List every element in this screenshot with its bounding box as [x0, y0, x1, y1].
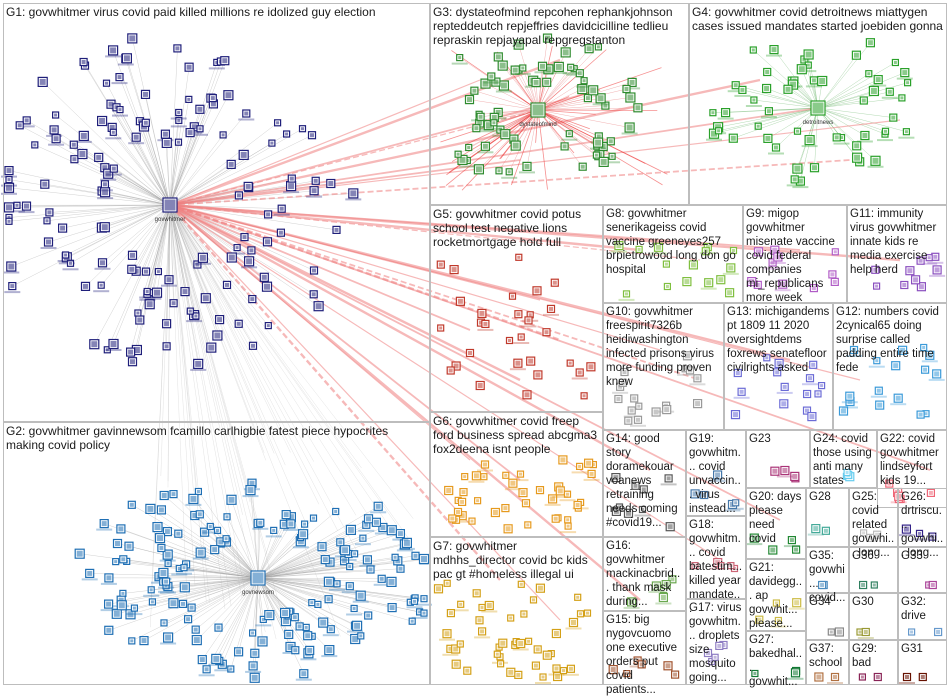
group-label-g29: G29: bad — [852, 642, 895, 670]
group-label-g19: G19: govwhitm... covid unvaccin... virus… — [689, 432, 743, 516]
group-label-g21: G21: davidegg... ap govwhit... please... — [749, 561, 803, 631]
group-label-g30: G30 — [852, 595, 895, 609]
group-label-g7: G7: govwhitmer mdhhs_director covid bc k… — [433, 539, 600, 581]
group-panel-g7: G7: govwhitmer mdhhs_director covid bc k… — [430, 537, 603, 685]
group-panel-g5: G5: govwhitmer covid potus school test n… — [430, 205, 603, 412]
group-panel-g30: G30 — [849, 593, 898, 640]
group-label-g6: G6: govwhitmer covid freep ford business… — [433, 414, 600, 456]
group-panel-g6: G6: govwhitmer covid freep ford business… — [430, 412, 603, 537]
group-label-g13: G13: michigandems pt 1809 11 2020 oversi… — [727, 305, 830, 375]
group-panel-g13: G13: michigandems pt 1809 11 2020 oversi… — [724, 303, 833, 430]
group-label-g12: G12: numbers covid 2cynical65 doing surp… — [836, 305, 944, 375]
group-label-g1: G1: govwhitmer virus covid paid killed m… — [6, 5, 427, 19]
group-panel-g25: G25: covid related govwhi... long... — [849, 488, 898, 547]
group-panel-g26: G26: drtriscu... govwhi... long... — [898, 488, 947, 547]
group-panel-g15: G15: big nygovcuomo one executive orders… — [603, 611, 686, 685]
group-label-g11: G11: immunity virus govwhitmer innate ki… — [850, 207, 944, 277]
group-label-g37: G37: school — [809, 642, 846, 670]
group-panel-g18: G18: govwhitm... covid batestim... kille… — [686, 516, 746, 599]
group-panel-g23: G23 — [746, 430, 810, 488]
group-label-g9: G9: migop govwhitmer misenate vaccine co… — [746, 207, 844, 305]
group-label-g32: G32: drive — [901, 595, 944, 623]
group-panel-g20: G20: days please need covid — [746, 488, 806, 559]
group-panel-g27: G27: bakedhal... govwhit... — [746, 631, 806, 685]
group-label-g16: G16: govwhitmer mackinacbrid... thank ma… — [606, 539, 683, 609]
group-panel-g24: G24: covid those using anti many states — [810, 430, 877, 488]
group-label-g15: G15: big nygovcuomo one executive orders… — [606, 613, 683, 697]
group-panel-g35: G35: govwhi... covid... — [806, 547, 849, 593]
group-label-g23: G23 — [749, 432, 807, 446]
group-panel-g21: G21: davidegg... ap govwhit... please... — [746, 559, 806, 631]
group-label-g35: G35: govwhi... covid... — [809, 549, 846, 605]
group-panel-g11: G11: immunity virus govwhitmer innate ki… — [847, 205, 947, 303]
group-label-g20: G20: days please need covid — [749, 490, 803, 546]
group-label-g36: G36 — [852, 549, 895, 563]
group-label-g8: G8: govwhitmer senerikageiss covid vacci… — [606, 207, 740, 277]
group-label-g2: G2: govwhitmer gavinnewsom fcamillo carl… — [6, 424, 427, 452]
group-panel-g36: G36 — [849, 547, 898, 593]
group-label-g33: G33 — [901, 549, 944, 563]
group-panel-g19: G19: govwhitm... covid unvaccin... virus… — [686, 430, 746, 516]
group-panel-g1: G1: govwhitmer virus covid paid killed m… — [3, 3, 430, 422]
group-panel-g4: G4: govwhitmer covid detroitnews miattyg… — [689, 3, 947, 205]
group-panel-g31: G31 — [898, 640, 947, 685]
group-label-g5: G5: govwhitmer covid potus school test n… — [433, 207, 600, 249]
group-panel-g37: G37: school — [806, 640, 849, 685]
group-panel-g16: G16: govwhitmer mackinacbrid... thank ma… — [603, 537, 686, 611]
group-label-g27: G27: bakedhal... govwhit... — [749, 633, 803, 689]
group-panel-g14: G14: good story doramekouar voanews retr… — [603, 430, 686, 537]
group-panel-g28: G28 — [806, 488, 849, 547]
group-label-g10: G10: govwhitmer freespirit7326b heidiwas… — [606, 305, 721, 389]
group-label-g3: G3: dystateofmind repcohen rephankjohnso… — [433, 5, 686, 47]
group-label-g31: G31 — [901, 642, 944, 656]
group-label-g14: G14: good story doramekouar voanews retr… — [606, 432, 683, 530]
group-panel-g8: G8: govwhitmer senerikageiss covid vacci… — [603, 205, 743, 303]
group-label-g18: G18: govwhitm... covid batestim... kille… — [689, 518, 743, 616]
group-label-g24: G24: covid those using anti many states — [813, 432, 874, 488]
group-label-g22: G22: covid govwhitmer lindseyfort kids 1… — [880, 432, 944, 488]
group-label-g4: G4: govwhitmer covid detroitnews miattyg… — [692, 5, 944, 33]
group-label-g28: G28 — [809, 490, 846, 504]
group-panel-g33: G33 — [898, 547, 947, 593]
group-panel-g12: G12: numbers covid 2cynical65 doing surp… — [833, 303, 947, 430]
group-panel-g2: G2: govwhitmer gavinnewsom fcamillo carl… — [3, 422, 430, 685]
group-panel-g32: G32: drive — [898, 593, 947, 640]
group-panel-g9: G9: migop govwhitmer misenate vaccine co… — [743, 205, 847, 303]
group-panel-g3: G3: dystateofmind repcohen rephankjohnso… — [430, 3, 689, 205]
group-panel-g29: G29: bad — [849, 640, 898, 685]
group-panel-g10: G10: govwhitmer freespirit7326b heidiwas… — [603, 303, 724, 430]
